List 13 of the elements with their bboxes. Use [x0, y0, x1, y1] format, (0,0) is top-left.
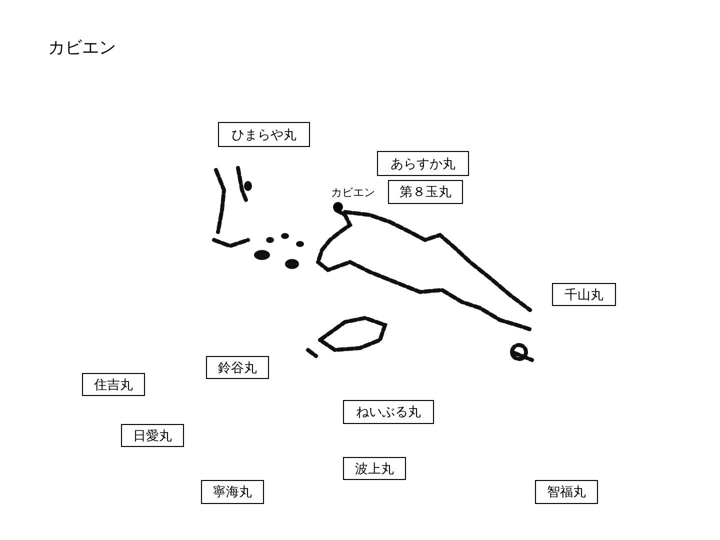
ship-name-label: ひまらや丸	[218, 122, 310, 147]
ship-name-label: 寧海丸	[201, 480, 264, 504]
ship-name-label: ねいぶる丸	[343, 400, 434, 424]
ship-name-label: 鈴谷丸	[206, 356, 269, 379]
ship-name-label: 日愛丸	[121, 424, 184, 447]
ship-name-label: あらすか丸	[377, 151, 469, 176]
ship-name-label: 智福丸	[535, 480, 598, 504]
ship-name-label: 波上丸	[343, 457, 406, 480]
ship-name-label: 第８玉丸	[388, 180, 463, 204]
place-name: カビエン	[331, 185, 375, 200]
ship-name-label: 住吉丸	[82, 373, 145, 396]
map-title: カビエン	[48, 37, 116, 59]
ship-name-label: 千山丸	[552, 283, 616, 306]
